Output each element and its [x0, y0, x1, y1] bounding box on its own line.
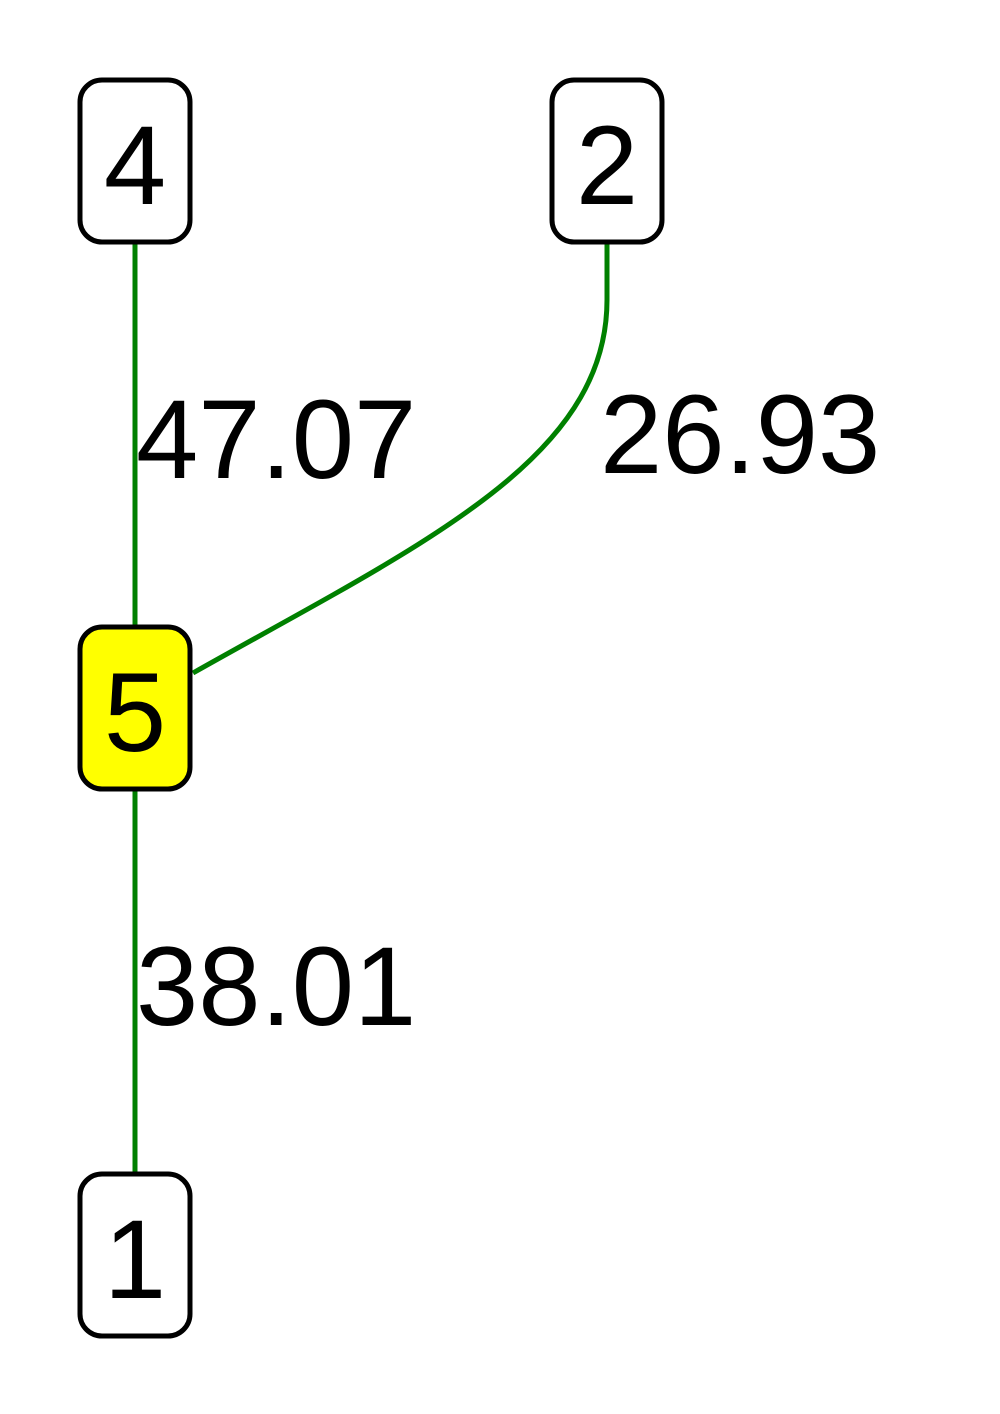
node-2: 2 [549, 77, 665, 245]
edge-label-2-5: 26.93 [600, 372, 880, 497]
node-5: 5 [77, 624, 193, 792]
node-4: 4 [77, 77, 193, 245]
node-label-1: 1 [104, 1197, 166, 1322]
node-label-5: 5 [104, 650, 166, 775]
edge-label-5-1: 38.01 [136, 924, 416, 1049]
edge-2-5 [191, 243, 610, 676]
edge-label-4-5: 47.07 [136, 377, 416, 502]
node-label-4: 4 [104, 103, 166, 228]
node-1: 1 [77, 1171, 193, 1339]
node-label-2: 2 [576, 103, 638, 228]
